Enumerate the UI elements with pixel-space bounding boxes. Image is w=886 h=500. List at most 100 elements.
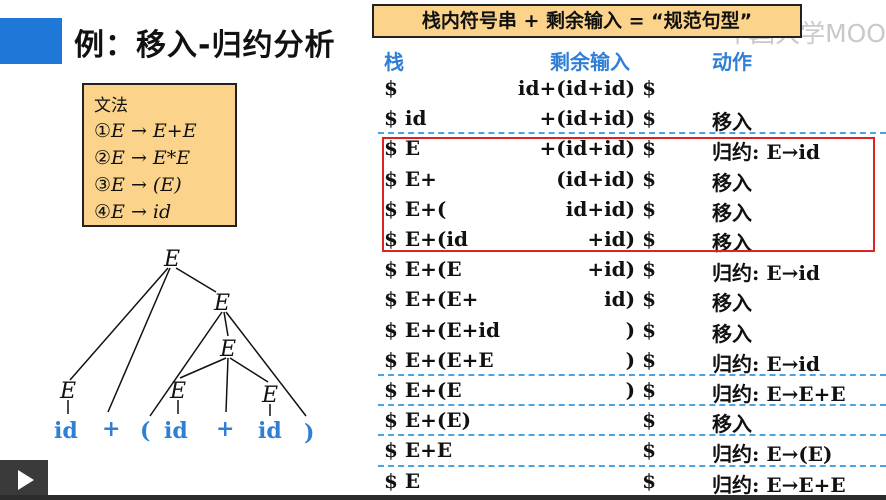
cell-stack: $ [384, 76, 398, 100]
tree-node: E [169, 379, 186, 404]
progress-bar[interactable] [0, 495, 886, 500]
table-row: $ E+(E+id ) $ 移入 [378, 316, 886, 346]
cell-action: 移入 [712, 170, 752, 195]
tree-edge [149, 311, 223, 417]
cell-action: 归约: E→E+E [712, 472, 846, 497]
cell-action: 移入 [712, 291, 752, 316]
cell-stack: $ E+(id [384, 227, 468, 251]
cell-action: 归约: E→id [712, 140, 820, 165]
rule-text: E → (E) [111, 174, 182, 196]
rule-number: ② [94, 147, 112, 169]
tree-node: E [219, 337, 236, 362]
rule-text: E → E*E [111, 147, 191, 169]
tree-edge [107, 267, 171, 413]
cell-input: $ [642, 438, 656, 463]
grammar-rule: ③E → (E) [94, 172, 225, 199]
cell-stack: $ E+E [384, 438, 453, 463]
cell-stack: $ id [384, 106, 427, 131]
grammar-rule: ②E → E*E [94, 145, 225, 172]
play-button[interactable] [0, 460, 48, 500]
row-separator [378, 464, 886, 467]
parse-tree-svg: E E E E E E id + ( id + id ) [54, 247, 314, 446]
grammar-rule: ①E → E+E [94, 118, 225, 145]
tree-leaf: + [102, 416, 120, 442]
table-row: $ E+(E+ id) $ 移入 [378, 285, 886, 315]
cell-input: $ [642, 468, 656, 493]
shift-reduce-table: 栈 剩余输入 动作 $id+(id+id) $$ id+(id+id) $移入$… [378, 40, 886, 500]
table-row: $ E+(E ) $ 归约: E→E+E [378, 376, 886, 406]
table-row: $ E +(id+id) $ 归约: E→id [378, 134, 886, 164]
parse-tree: E E E E E E id + ( id + id ) [0, 240, 360, 460]
tree-node: E [213, 291, 230, 316]
rule-number: ④ [94, 201, 112, 223]
cell-input: +(id+id) $ [539, 136, 656, 161]
table-row: $ E+(E+E ) $ 归约: E→id [378, 346, 886, 376]
rule-number: ③ [94, 174, 112, 196]
cell-action: 移入 [712, 321, 752, 346]
cell-stack: $ E [384, 136, 421, 161]
tree-leaf: + [216, 416, 234, 442]
cell-stack: $ E+( [384, 196, 447, 221]
cell-stack: $ E+ [384, 166, 437, 191]
cell-stack: $ E+(E+id [384, 317, 500, 342]
cell-action: 归约: E→id [712, 261, 820, 286]
table-row: $ E+(E)$移入 [378, 406, 886, 436]
cell-stack: $ E+(E+ [384, 287, 479, 312]
grammar-label: 文法 [94, 96, 128, 116]
tree-edge [175, 267, 217, 293]
tree-edge [179, 357, 227, 379]
cell-input: +id) $ [587, 257, 656, 282]
row-separator [378, 132, 886, 135]
table-row: $ E+( id+id) $ 移入 [378, 195, 886, 225]
cell-stack: $ E+(E [384, 378, 462, 402]
tree-root-node: E [163, 247, 180, 272]
cell-action: 归约: E→(E) [712, 442, 833, 467]
cell-input: ) $ [625, 347, 656, 372]
row-separator [378, 374, 886, 376]
grammar-box: 文法 ①E → E+E ②E → E*E ③E → (E) ④E → id [82, 83, 237, 227]
cell-input: ) $ [625, 378, 656, 402]
row-separator [378, 404, 886, 407]
tree-edge [225, 311, 307, 417]
slide-title: 例：移入-归约分析 [74, 28, 336, 63]
tree-edge [225, 357, 229, 413]
cell-action: 归约: E→E+E [712, 382, 846, 406]
tree-leaf: id [258, 418, 282, 444]
table-row: $ E $ 归约: E→E+E [378, 467, 886, 497]
rule-number: ① [94, 120, 112, 142]
tree-leaf: ( [140, 418, 150, 444]
table-row: $ id +(id+id) $ 移入 [378, 104, 886, 134]
highlight-box [382, 137, 875, 252]
cell-input: id) $ [604, 287, 656, 312]
table-row: $ E+(E +id) $ 归约: E→id [378, 255, 886, 285]
cell-input: ) $ [625, 317, 656, 342]
cell-stack: $ E+(E [384, 257, 462, 282]
cell-stack: $ E+(E+E [384, 347, 494, 372]
table-row: $id+(id+id) $ [378, 74, 886, 104]
tree-leaf: id [54, 418, 78, 444]
tree-edge [69, 267, 169, 381]
cell-input: +(id+id) $ [539, 106, 656, 131]
cell-action: 移入 [712, 110, 752, 135]
tree-edge [229, 357, 269, 383]
table-row: $ E+(id+id) $移入 [378, 165, 886, 195]
table-row: $ E+(id+id) $移入 [378, 225, 886, 255]
tree-node: E [261, 383, 278, 408]
cell-action: 移入 [712, 200, 752, 225]
rule-text: E → id [111, 201, 172, 223]
cell-input: +id) $ [587, 227, 656, 251]
table-row: $ E+E $ 归约: E→(E) [378, 436, 886, 466]
cell-stack: $ E+(E) [384, 408, 472, 433]
cell-stack: $ E [384, 468, 421, 493]
header-stack: 栈 [384, 50, 404, 74]
grammar-rule: ④E → id [94, 199, 225, 226]
tree-edge [223, 311, 229, 337]
cell-action: 归约: E→id [712, 351, 820, 376]
tree-leaf: ) [304, 420, 314, 446]
rule-text: E → E+E [111, 120, 197, 142]
cell-input: id+id) $ [565, 196, 656, 221]
header-action: 动作 [712, 50, 752, 74]
row-separator [378, 434, 886, 437]
tree-leaf: id [164, 418, 188, 444]
banner-formula: 栈内符号串 + 剩余输入 = “规范句型” [372, 4, 802, 38]
